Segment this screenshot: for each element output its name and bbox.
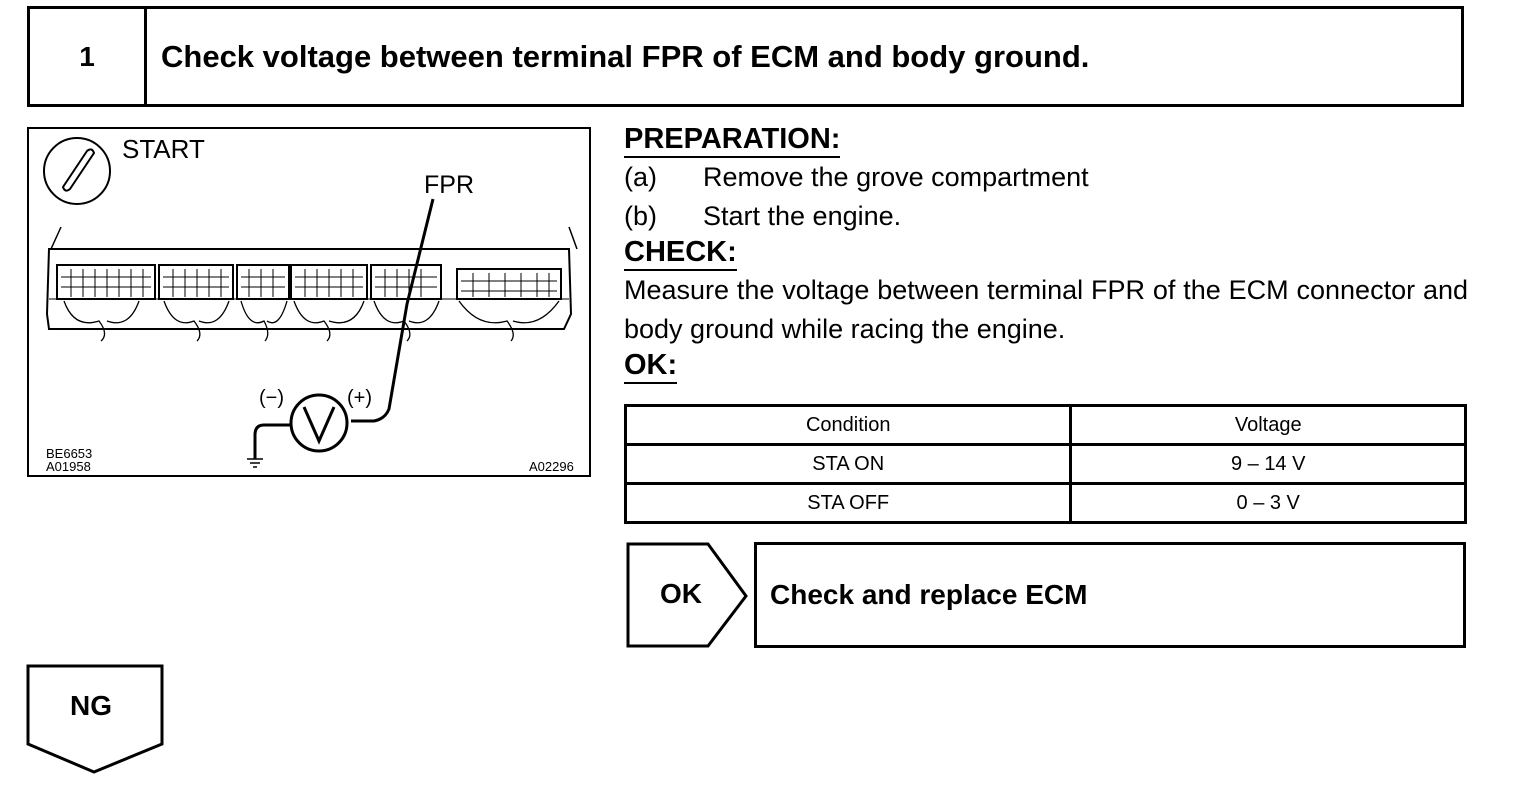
ok-label: OK [660, 578, 702, 609]
table-cell: 9 – 14 V [1069, 443, 1467, 485]
connector-blocks [56, 264, 562, 300]
wire-bundles [63, 300, 560, 342]
figure-code: A02296 [529, 459, 574, 474]
column-header: Condition [623, 404, 1073, 446]
ng-arrow-icon [26, 664, 164, 774]
ng-label: NG [70, 690, 112, 721]
ignition-start-label: START [122, 134, 205, 164]
check-heading: CHECK: [624, 236, 737, 271]
preparation-heading: PREPARATION: [624, 123, 841, 158]
table-row: STA OFF 0 – 3 V [623, 482, 1467, 524]
step-text: Remove the grove compartment [703, 162, 1089, 192]
table-row: STA ON 9 – 14 V [623, 443, 1467, 485]
ok-heading: OK: [624, 349, 678, 384]
step-header: 1 Check voltage between terminal FPR of … [27, 6, 1464, 107]
probe-wires [253, 198, 435, 459]
connector-pins [61, 269, 557, 297]
step-label: (a) [624, 162, 657, 192]
ignition-key-icon [43, 137, 111, 205]
procedure-text: PREPARATION: (a) Remove the grove compar… [624, 123, 1468, 384]
table-header-row: Condition Voltage [623, 404, 1467, 446]
probe-positive-label: (+) [347, 387, 372, 409]
terminal-fpr-label: FPR [424, 171, 474, 199]
step-label: (b) [624, 201, 657, 231]
ecm-connector-figure: START FPR (−) (+) BE6653 A01958 A02296 [27, 127, 591, 477]
check-text: Measure the voltage between terminal FPR… [624, 275, 1468, 344]
voltmeter-icon [289, 393, 349, 453]
preparation-step: (a) Remove the grove compartment [624, 158, 1468, 197]
ok-arrow-icon [626, 542, 748, 648]
column-header: Voltage [1069, 404, 1467, 446]
step-text: Start the engine. [703, 201, 902, 231]
step-number: 1 [30, 9, 147, 104]
voltage-table: Condition Voltage STA ON 9 – 14 V STA OF… [623, 404, 1467, 524]
figure-code: A01958 [46, 459, 91, 474]
table-cell: STA OFF [623, 482, 1073, 524]
figure-code: BE6653 [46, 446, 93, 461]
table-cell: 0 – 3 V [1069, 482, 1467, 524]
ecm-connector-illustration [43, 137, 578, 468]
ok-action-box: Check and replace ECM [754, 542, 1466, 648]
table-cell: STA ON [623, 443, 1073, 485]
ground-symbol [247, 458, 263, 468]
step-title: Check voltage between terminal FPR of EC… [161, 38, 1090, 74]
probe-negative-label: (−) [259, 387, 284, 409]
preparation-step: (b) Start the engine. [624, 197, 1468, 236]
